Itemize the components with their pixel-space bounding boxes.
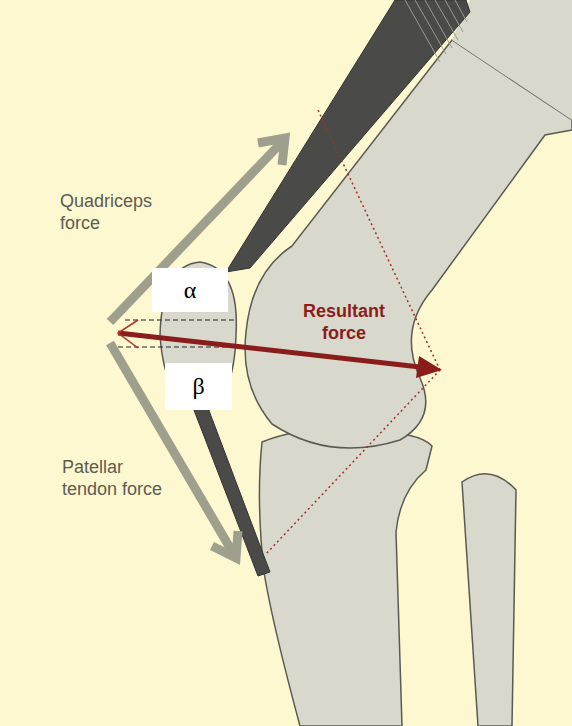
force-arrow bbox=[110, 138, 285, 322]
angle-mark bbox=[118, 320, 138, 348]
angle-box: α bbox=[152, 268, 228, 312]
femur-bone bbox=[245, 40, 572, 448]
resultant-arrow bbox=[118, 333, 420, 367]
fibula-bone bbox=[462, 474, 516, 726]
femur-shaft bbox=[452, 0, 572, 120]
reference-line bbox=[125, 320, 236, 321]
tibia-bone bbox=[259, 429, 432, 726]
force-label: Resultant force bbox=[292, 300, 396, 344]
construction-line bbox=[265, 370, 440, 555]
angle-box: β bbox=[165, 363, 232, 410]
force-label: Quadriceps force bbox=[60, 190, 172, 234]
force-label: Patellar tendon force bbox=[62, 456, 178, 500]
angle-symbol: β bbox=[192, 373, 204, 400]
quadriceps-tendon bbox=[226, 0, 470, 272]
muscle-striations bbox=[405, 0, 467, 62]
force-arrow bbox=[110, 343, 238, 558]
angle-symbol: α bbox=[184, 277, 197, 304]
arrow-head bbox=[416, 356, 442, 378]
